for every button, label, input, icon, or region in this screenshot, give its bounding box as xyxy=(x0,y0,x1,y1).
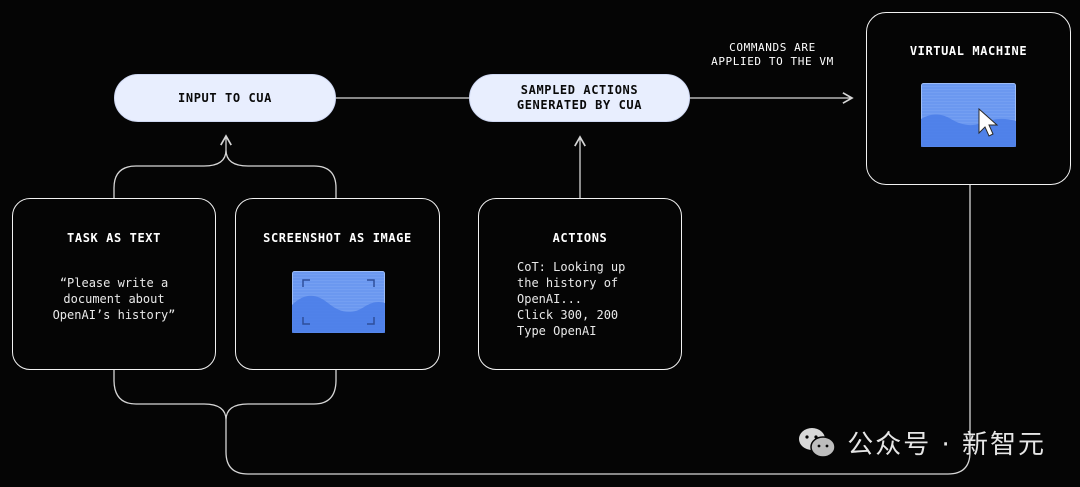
bottom-brace xyxy=(113,370,337,421)
actions-card-title: ACTIONS xyxy=(552,231,608,245)
commands-label-line1: COMMANDS ARE xyxy=(729,41,816,54)
actions-card: ACTIONS CoT: Looking up the history of O… xyxy=(478,198,682,370)
watermark-text: 公众号 · 新智元 xyxy=(847,430,1046,460)
sampled-actions-node: SAMPLED ACTIONS GENERATED BY CUA xyxy=(469,74,690,122)
commands-applied-label: COMMANDS ARE APPLIED TO THE VM xyxy=(690,41,855,69)
input-to-cua-label: INPUT TO CUA xyxy=(178,90,272,105)
task-card-body: “Please write a document about OpenAI’s … xyxy=(52,276,176,322)
sampled-actions-label-line2: GENERATED BY CUA xyxy=(516,98,643,112)
screenshot-as-image-card: SCREENSHOT AS IMAGE xyxy=(235,198,440,370)
task-card-title: TASK AS TEXT xyxy=(67,231,161,245)
vm-screen-cursor-icon xyxy=(921,83,1016,147)
virtual-machine-title: VIRTUAL MACHINE xyxy=(909,44,1028,58)
feedback-loop xyxy=(225,185,971,475)
actions-card-body: CoT: Looking up the history of OpenAI...… xyxy=(517,260,626,338)
wechat-watermark: 公众号 · 新智元 xyxy=(797,424,1046,461)
sampled-actions-label-line1: SAMPLED ACTIONS xyxy=(520,83,639,97)
commands-label-line2: APPLIED TO THE VM xyxy=(711,55,834,68)
top-brace xyxy=(113,149,337,198)
task-as-text-card: TASK AS TEXT “Please write a document ab… xyxy=(12,198,216,370)
screenshot-card-title: SCREENSHOT AS IMAGE xyxy=(263,231,412,245)
screenshot-image-icon xyxy=(292,271,385,333)
input-to-cua-node: INPUT TO CUA xyxy=(114,74,336,122)
wechat-icon xyxy=(799,427,836,458)
virtual-machine-card: VIRTUAL MACHINE xyxy=(866,12,1071,185)
